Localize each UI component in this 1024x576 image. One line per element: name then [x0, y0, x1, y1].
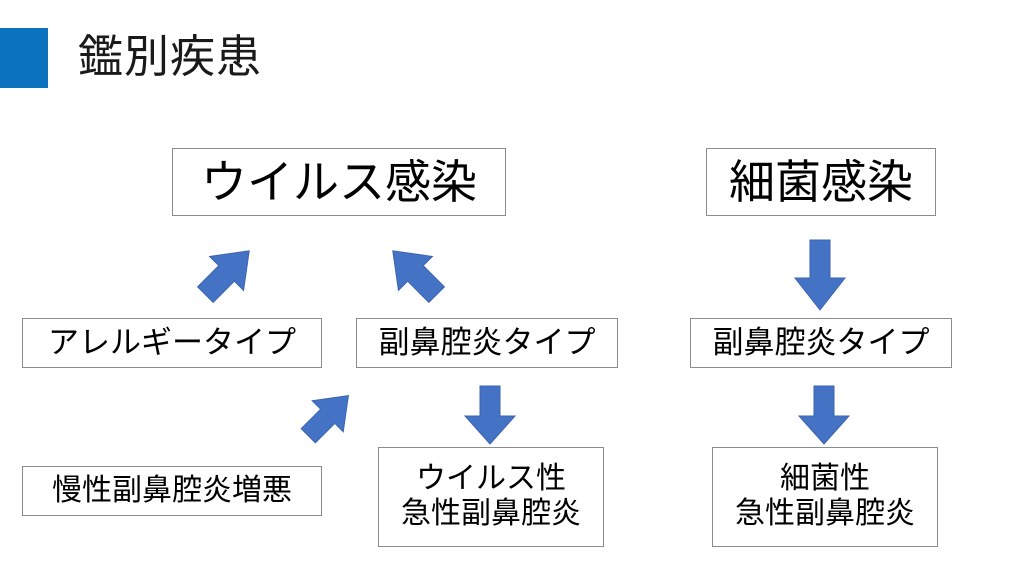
arrow-sinusitis-to-viral-acute-icon [462, 384, 518, 446]
arrow-sinusitis-to-chronic-icon [296, 382, 362, 448]
page-title: 鑑別疾患 [78, 31, 263, 82]
node-allergy-type-label: アレルギータイプ [48, 324, 296, 360]
arrow-bacterial-to-sinusitis-icon [792, 238, 848, 312]
node-bacterial-infection[interactable]: 細菌感染 [706, 148, 936, 216]
node-sinusitis-type-viral[interactable]: 副鼻腔炎タイプ [356, 318, 618, 368]
arrow-sinusitis-to-bacterial-acute-icon [796, 384, 852, 446]
node-viral-acute-sinusitis-line1: ウイルス性 [416, 462, 566, 496]
node-allergy-type[interactable]: アレルギータイプ [22, 318, 322, 368]
node-chronic-sinusitis-exacerbation-label: 慢性副鼻腔炎増悪 [52, 473, 292, 507]
node-sinusitis-type-bacterial[interactable]: 副鼻腔炎タイプ [690, 318, 952, 368]
node-viral-infection-label: ウイルス感染 [201, 155, 477, 208]
node-chronic-sinusitis-exacerbation[interactable]: 慢性副鼻腔炎増悪 [22, 466, 322, 516]
node-sinusitis-type-bacterial-label: 副鼻腔炎タイプ [712, 324, 930, 360]
node-viral-infection[interactable]: ウイルス感染 [172, 148, 506, 216]
title-accent-bar [0, 28, 48, 88]
node-viral-acute-sinusitis-line2: 急性副鼻腔炎 [401, 497, 581, 530]
arrow-viral-to-sinusitis-icon [378, 236, 450, 308]
node-bacterial-acute-sinusitis-line1: 細菌性 [780, 462, 870, 496]
node-bacterial-acute-sinusitis[interactable]: 細菌性 急性副鼻腔炎 [712, 447, 938, 547]
node-bacterial-infection-label: 細菌感染 [729, 155, 913, 208]
node-bacterial-acute-sinusitis-line2: 急性副鼻腔炎 [735, 497, 915, 530]
arrow-viral-to-allergy-icon [192, 236, 264, 308]
node-sinusitis-type-viral-label: 副鼻腔炎タイプ [378, 324, 596, 360]
node-viral-acute-sinusitis[interactable]: ウイルス性 急性副鼻腔炎 [378, 447, 604, 547]
